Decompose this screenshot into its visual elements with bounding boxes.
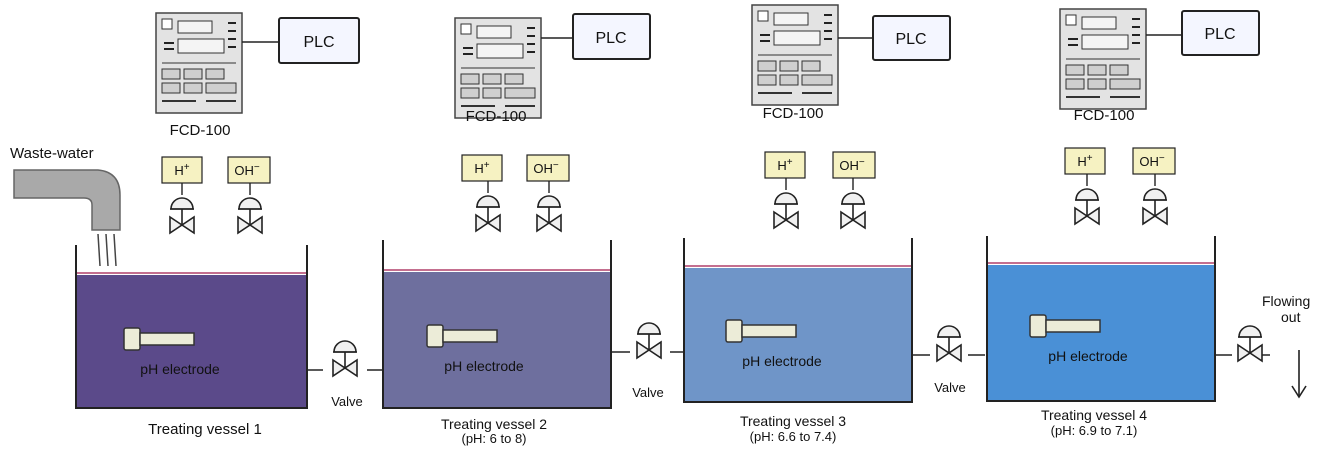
treatment-unit-3: PLC FCD-100 H+ OH− pH electrode Treating…	[683, 4, 951, 444]
acid-label: H+	[174, 162, 189, 178]
transfer-valve-2: Valve	[611, 322, 685, 400]
valve-label: Valve	[331, 394, 363, 409]
controller-label: FCD-100	[763, 105, 824, 122]
base-dosing-box	[1132, 147, 1176, 175]
electrode-label: pH electrode	[140, 361, 220, 377]
treatment-unit-2: PLC FCD-100 H+ OH− pH electrode Treating…	[382, 13, 651, 446]
base-valve-icon	[536, 195, 562, 232]
controller-panel-icon	[751, 4, 839, 106]
transfer-valve-1: Valve	[307, 340, 384, 409]
vessel-1-title: Treating vessel 1	[148, 421, 262, 438]
acid-valve-icon	[773, 192, 799, 229]
controller-label: FCD-100	[1074, 107, 1135, 124]
vessel-1-tank	[75, 245, 308, 409]
base-label: OH−	[234, 162, 260, 178]
vessel-2-title: Treating vessel 2	[441, 416, 547, 432]
vessel-3-tank	[683, 238, 913, 403]
vessel-4-title: Treating vessel 4	[1041, 407, 1147, 423]
acid-valve-icon	[169, 197, 195, 234]
base-valve-icon	[237, 197, 263, 234]
controller-panel-icon	[1059, 8, 1147, 110]
electrode-label: pH electrode	[1048, 348, 1128, 364]
valve-label: Valve	[934, 380, 966, 395]
plc-box	[1181, 10, 1260, 56]
electrode-label: pH electrode	[742, 353, 822, 369]
outlet-label-line2: out	[1281, 309, 1301, 325]
base-valve-icon	[840, 192, 866, 229]
controller-panel-icon	[155, 12, 243, 114]
plc-box	[872, 15, 951, 61]
plc-label: PLC	[595, 30, 626, 47]
acid-dosing-box	[1064, 147, 1106, 175]
base-dosing-box	[526, 154, 570, 182]
vessel-4-liquid	[988, 265, 1214, 401]
controller-panel-icon	[454, 17, 542, 119]
acid-valve-icon	[475, 195, 501, 232]
base-label: OH−	[839, 157, 865, 173]
outlet-valve-icon	[1237, 325, 1263, 362]
plc-label: PLC	[303, 34, 334, 51]
water-stream-icon	[97, 233, 117, 267]
vessel-3-range: (pH: 6.6 to 7.4)	[750, 429, 837, 444]
acid-valve-icon	[1074, 188, 1100, 225]
plc-label: PLC	[895, 31, 926, 48]
vessel-2-tank	[382, 240, 612, 409]
controller-label: FCD-100	[170, 122, 231, 139]
waste-water-inlet: Waste-water	[10, 145, 121, 267]
acid-label: H+	[777, 157, 792, 173]
treatment-unit-1: PLC FCD-100 H+ OH− pH electrode Treating…	[75, 12, 360, 438]
down-arrow-icon	[1291, 350, 1307, 399]
base-label: OH−	[533, 160, 559, 176]
transfer-valve-icon	[332, 340, 358, 377]
transfer-valve-icon	[636, 322, 662, 359]
acid-label: H+	[474, 160, 489, 176]
treatment-unit-4: PLC FCD-100 H+ OH− pH electrode Treating…	[986, 8, 1260, 438]
pipe-inlet-icon	[13, 169, 121, 231]
outlet-label-line1: Flowing	[1262, 293, 1310, 309]
vessel-2-range: (pH: 6 to 8)	[461, 431, 526, 446]
vessel-3-title: Treating vessel 3	[740, 413, 846, 429]
base-dosing-box	[227, 156, 271, 184]
acid-dosing-box	[461, 154, 503, 182]
outlet: Flowing out	[1215, 293, 1310, 399]
base-dosing-box	[832, 151, 876, 179]
vessel-4-range: (pH: 6.9 to 7.1)	[1051, 423, 1138, 438]
acid-label: H+	[1077, 153, 1092, 169]
acid-dosing-box	[161, 156, 203, 184]
plc-label: PLC	[1204, 26, 1235, 43]
inlet-label: Waste-water	[10, 145, 94, 162]
plc-box	[572, 13, 651, 60]
base-label: OH−	[1139, 153, 1165, 169]
valve-label: Valve	[632, 385, 664, 400]
vessel-4-tank	[986, 236, 1216, 402]
vessel-3-liquid	[685, 268, 911, 402]
electrode-label: pH electrode	[444, 358, 524, 374]
controller-label: FCD-100	[466, 108, 527, 125]
acid-dosing-box	[764, 151, 806, 179]
transfer-valve-icon	[936, 325, 962, 362]
transfer-valve-3: Valve	[912, 325, 985, 395]
base-valve-icon	[1142, 188, 1168, 225]
plc-box	[278, 17, 360, 64]
